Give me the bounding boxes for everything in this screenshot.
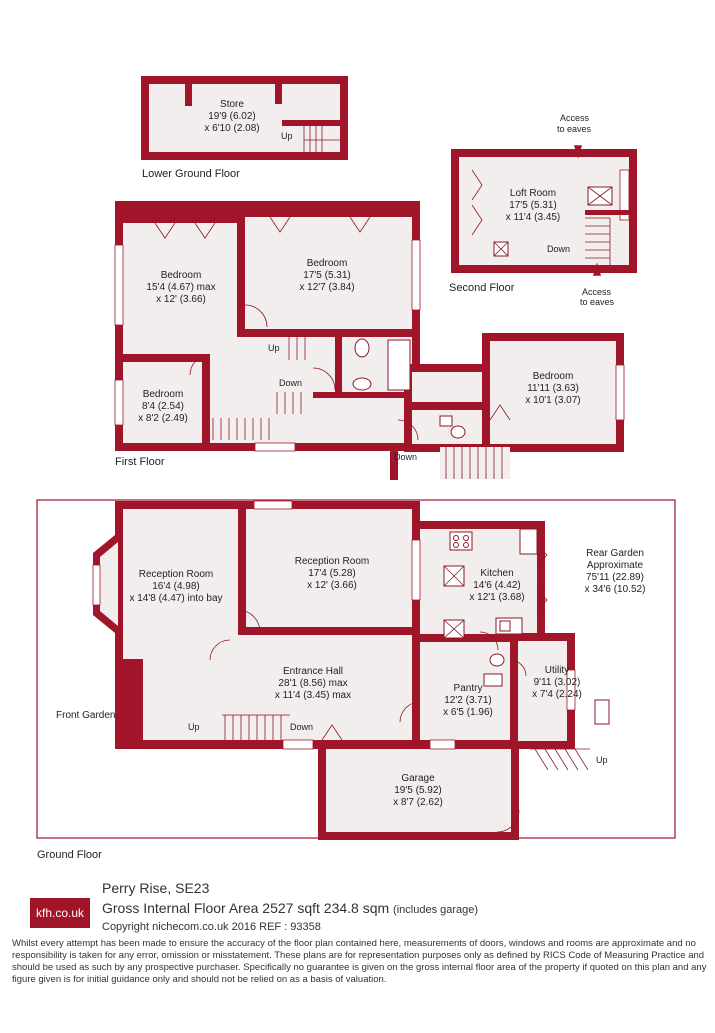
access-bottom-line2: to eaves bbox=[580, 297, 615, 307]
bed3-dim1: 8'4 (2.54) bbox=[142, 401, 184, 412]
store-up-label: Up bbox=[281, 131, 293, 141]
first-up-label: Up bbox=[268, 343, 280, 353]
disclaimer: Whilst every attempt has been made to en… bbox=[12, 938, 707, 985]
rec1-name: Reception Room bbox=[139, 569, 213, 580]
second-floor: Loft Room 17'5 (5.31) x 11'4 (3.45) Down… bbox=[449, 113, 637, 307]
pantry-dim1: 12'2 (3.71) bbox=[444, 695, 492, 706]
first-floor: Bedroom 15'4 (4.67) max x 12' (3.66) Bed… bbox=[114, 201, 625, 480]
lower-ground-floor-label: Lower Ground Floor bbox=[142, 168, 240, 180]
rec2-dim2: x 12' (3.66) bbox=[307, 580, 357, 591]
rear-garden-line3: 75'11 (22.89) bbox=[586, 572, 644, 583]
copyright: Copyright nichecom.co.uk 2016 REF : 9335… bbox=[102, 921, 321, 933]
stairs-garden bbox=[530, 748, 590, 771]
utility-dim1: 9'11 (3.02) bbox=[534, 677, 581, 688]
ground-floor-label: Ground Floor bbox=[37, 849, 102, 861]
rec2-dim1: 17'4 (5.28) bbox=[308, 568, 356, 579]
lower-ground-floor: Store 19'9 (6.02) x 6'10 (2.08) Up Lower… bbox=[141, 76, 348, 180]
bed1-dim2: x 12' (3.66) bbox=[156, 294, 206, 305]
stairs-lower bbox=[303, 126, 340, 152]
bed1-dim1: 15'4 (4.67) max bbox=[146, 282, 215, 293]
first-floor-label: First Floor bbox=[115, 456, 165, 468]
front-garden-label: Front Garden bbox=[56, 710, 115, 721]
bed4-name: Bedroom bbox=[533, 371, 574, 382]
garage-dim2: x 8'7 (2.62) bbox=[393, 797, 443, 808]
bed2-dim2: x 12'7 (3.84) bbox=[299, 282, 354, 293]
store-dim2: x 6'10 (2.08) bbox=[204, 123, 259, 134]
rec2-name: Reception Room bbox=[295, 556, 369, 567]
kitchen-dim1: 14'6 (4.42) bbox=[473, 580, 521, 591]
store-name: Store bbox=[220, 99, 244, 110]
hall-name: Entrance Hall bbox=[283, 666, 343, 677]
utility-dim2: x 7'4 (2.24) bbox=[532, 689, 582, 700]
utility-name: Utility bbox=[545, 665, 569, 676]
bed3-dim2: x 8'2 (2.49) bbox=[138, 413, 188, 424]
hall-dim1: 28'1 (8.56) max bbox=[278, 678, 347, 689]
bed4-dim2: x 10'1 (3.07) bbox=[525, 395, 580, 406]
rear-garden-line1: Rear Garden bbox=[586, 548, 644, 559]
ground-floor: Reception Room 16'4 (4.98) x 14'8 (4.47)… bbox=[36, 499, 676, 861]
rec1-dim1: 16'4 (4.98) bbox=[152, 581, 200, 592]
stairs-ground bbox=[222, 714, 290, 740]
gross-area-text: Gross Internal Floor Area 2527 sqft 234.… bbox=[102, 900, 390, 916]
bed3-name: Bedroom bbox=[143, 389, 184, 400]
gross-area-note: (includes garage) bbox=[393, 904, 479, 916]
hall-dim2: x 11'4 (3.45) max bbox=[275, 690, 351, 701]
loft-dim2: x 11'4 (3.45) bbox=[506, 212, 561, 223]
pantry-name: Pantry bbox=[454, 683, 483, 694]
second-floor-label: Second Floor bbox=[449, 282, 515, 294]
garage-dim1: 19'5 (5.92) bbox=[394, 785, 442, 796]
loft-name: Loft Room bbox=[510, 188, 556, 199]
property-address: Perry Rise, SE23 bbox=[102, 880, 210, 896]
loft-dim1: 17'5 (5.31) bbox=[509, 200, 557, 211]
kfh-logo: kfh.co.uk bbox=[30, 898, 90, 928]
stairs-second bbox=[585, 217, 611, 265]
bed2-dim1: 17'5 (5.31) bbox=[303, 270, 351, 281]
first-external-down-label: Down bbox=[394, 452, 417, 462]
bed1-name: Bedroom bbox=[161, 270, 202, 281]
rear-garden-line2: Approximate bbox=[587, 560, 644, 571]
garage-name: Garage bbox=[401, 773, 435, 784]
pantry-dim2: x 6'5 (1.96) bbox=[443, 707, 493, 718]
rec1-dim2: x 14'8 (4.47) into bay bbox=[129, 593, 222, 604]
rear-garden-line4: x 34'6 (10.52) bbox=[585, 584, 646, 595]
loft-down-label: Down bbox=[547, 244, 570, 254]
stairs-first-landing bbox=[212, 337, 306, 440]
bed4-dim1: 11'11 (3.63) bbox=[527, 383, 579, 394]
ground-down-label: Down bbox=[290, 722, 313, 732]
access-top-line1: Access bbox=[560, 113, 590, 123]
stairs-first-external bbox=[445, 447, 503, 479]
gross-area: Gross Internal Floor Area 2527 sqft 234.… bbox=[102, 900, 478, 916]
first-down-label: Down bbox=[279, 378, 302, 388]
kitchen-dim2: x 12'1 (3.68) bbox=[469, 592, 524, 603]
access-bottom-line1: Access bbox=[582, 287, 612, 297]
garden-up-label: Up bbox=[596, 755, 608, 765]
ground-up-label: Up bbox=[188, 722, 200, 732]
kitchen-name: Kitchen bbox=[480, 568, 513, 579]
store-dim1: 19'9 (6.02) bbox=[208, 111, 256, 122]
access-top-line2: to eaves bbox=[557, 124, 592, 134]
bed2-name: Bedroom bbox=[307, 258, 348, 269]
